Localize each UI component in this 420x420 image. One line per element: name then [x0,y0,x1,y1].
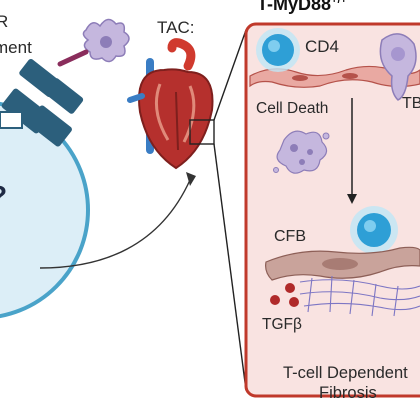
cd4-tcell-icon [256,28,300,72]
cell-circle [0,101,90,319]
arrow-head-icon [186,172,196,186]
question-mark: ? [0,180,7,212]
left-label-mid: ment [0,38,32,57]
caption-line2: Fibrosis [319,384,377,402]
cell-death-label: Cell Death [256,100,329,117]
dying-cell-icon [273,130,330,174]
tcell-near-fibroblast-icon [350,206,398,254]
zoom-line-bottom [213,143,247,391]
left-label-top: R [0,12,9,31]
collagen-mesh [299,275,420,317]
zoom-line-top [213,29,247,121]
heart-icon [127,38,214,170]
tgf-beta-dots [270,283,299,307]
fibroblast-icon [265,246,420,281]
cd4-label: CD4 [305,37,340,56]
cfb-label: CFB [274,228,306,245]
tb-label: TB [402,95,420,112]
tgf-label: TGFβ [262,316,302,333]
zoom-box [189,119,215,145]
condition-title: T-MyD88+/+ [257,0,347,14]
tac-label: TAC: [157,18,195,37]
transmigrating-cell-icon [379,33,417,101]
caption-line1: T-cell Dependent [283,364,408,382]
down-arrow-head-icon [347,194,357,204]
endothelium-layer [249,65,420,88]
antibody-icon [0,59,84,147]
dendritic-cell-icon [57,18,130,71]
curved-arrow [39,179,191,269]
